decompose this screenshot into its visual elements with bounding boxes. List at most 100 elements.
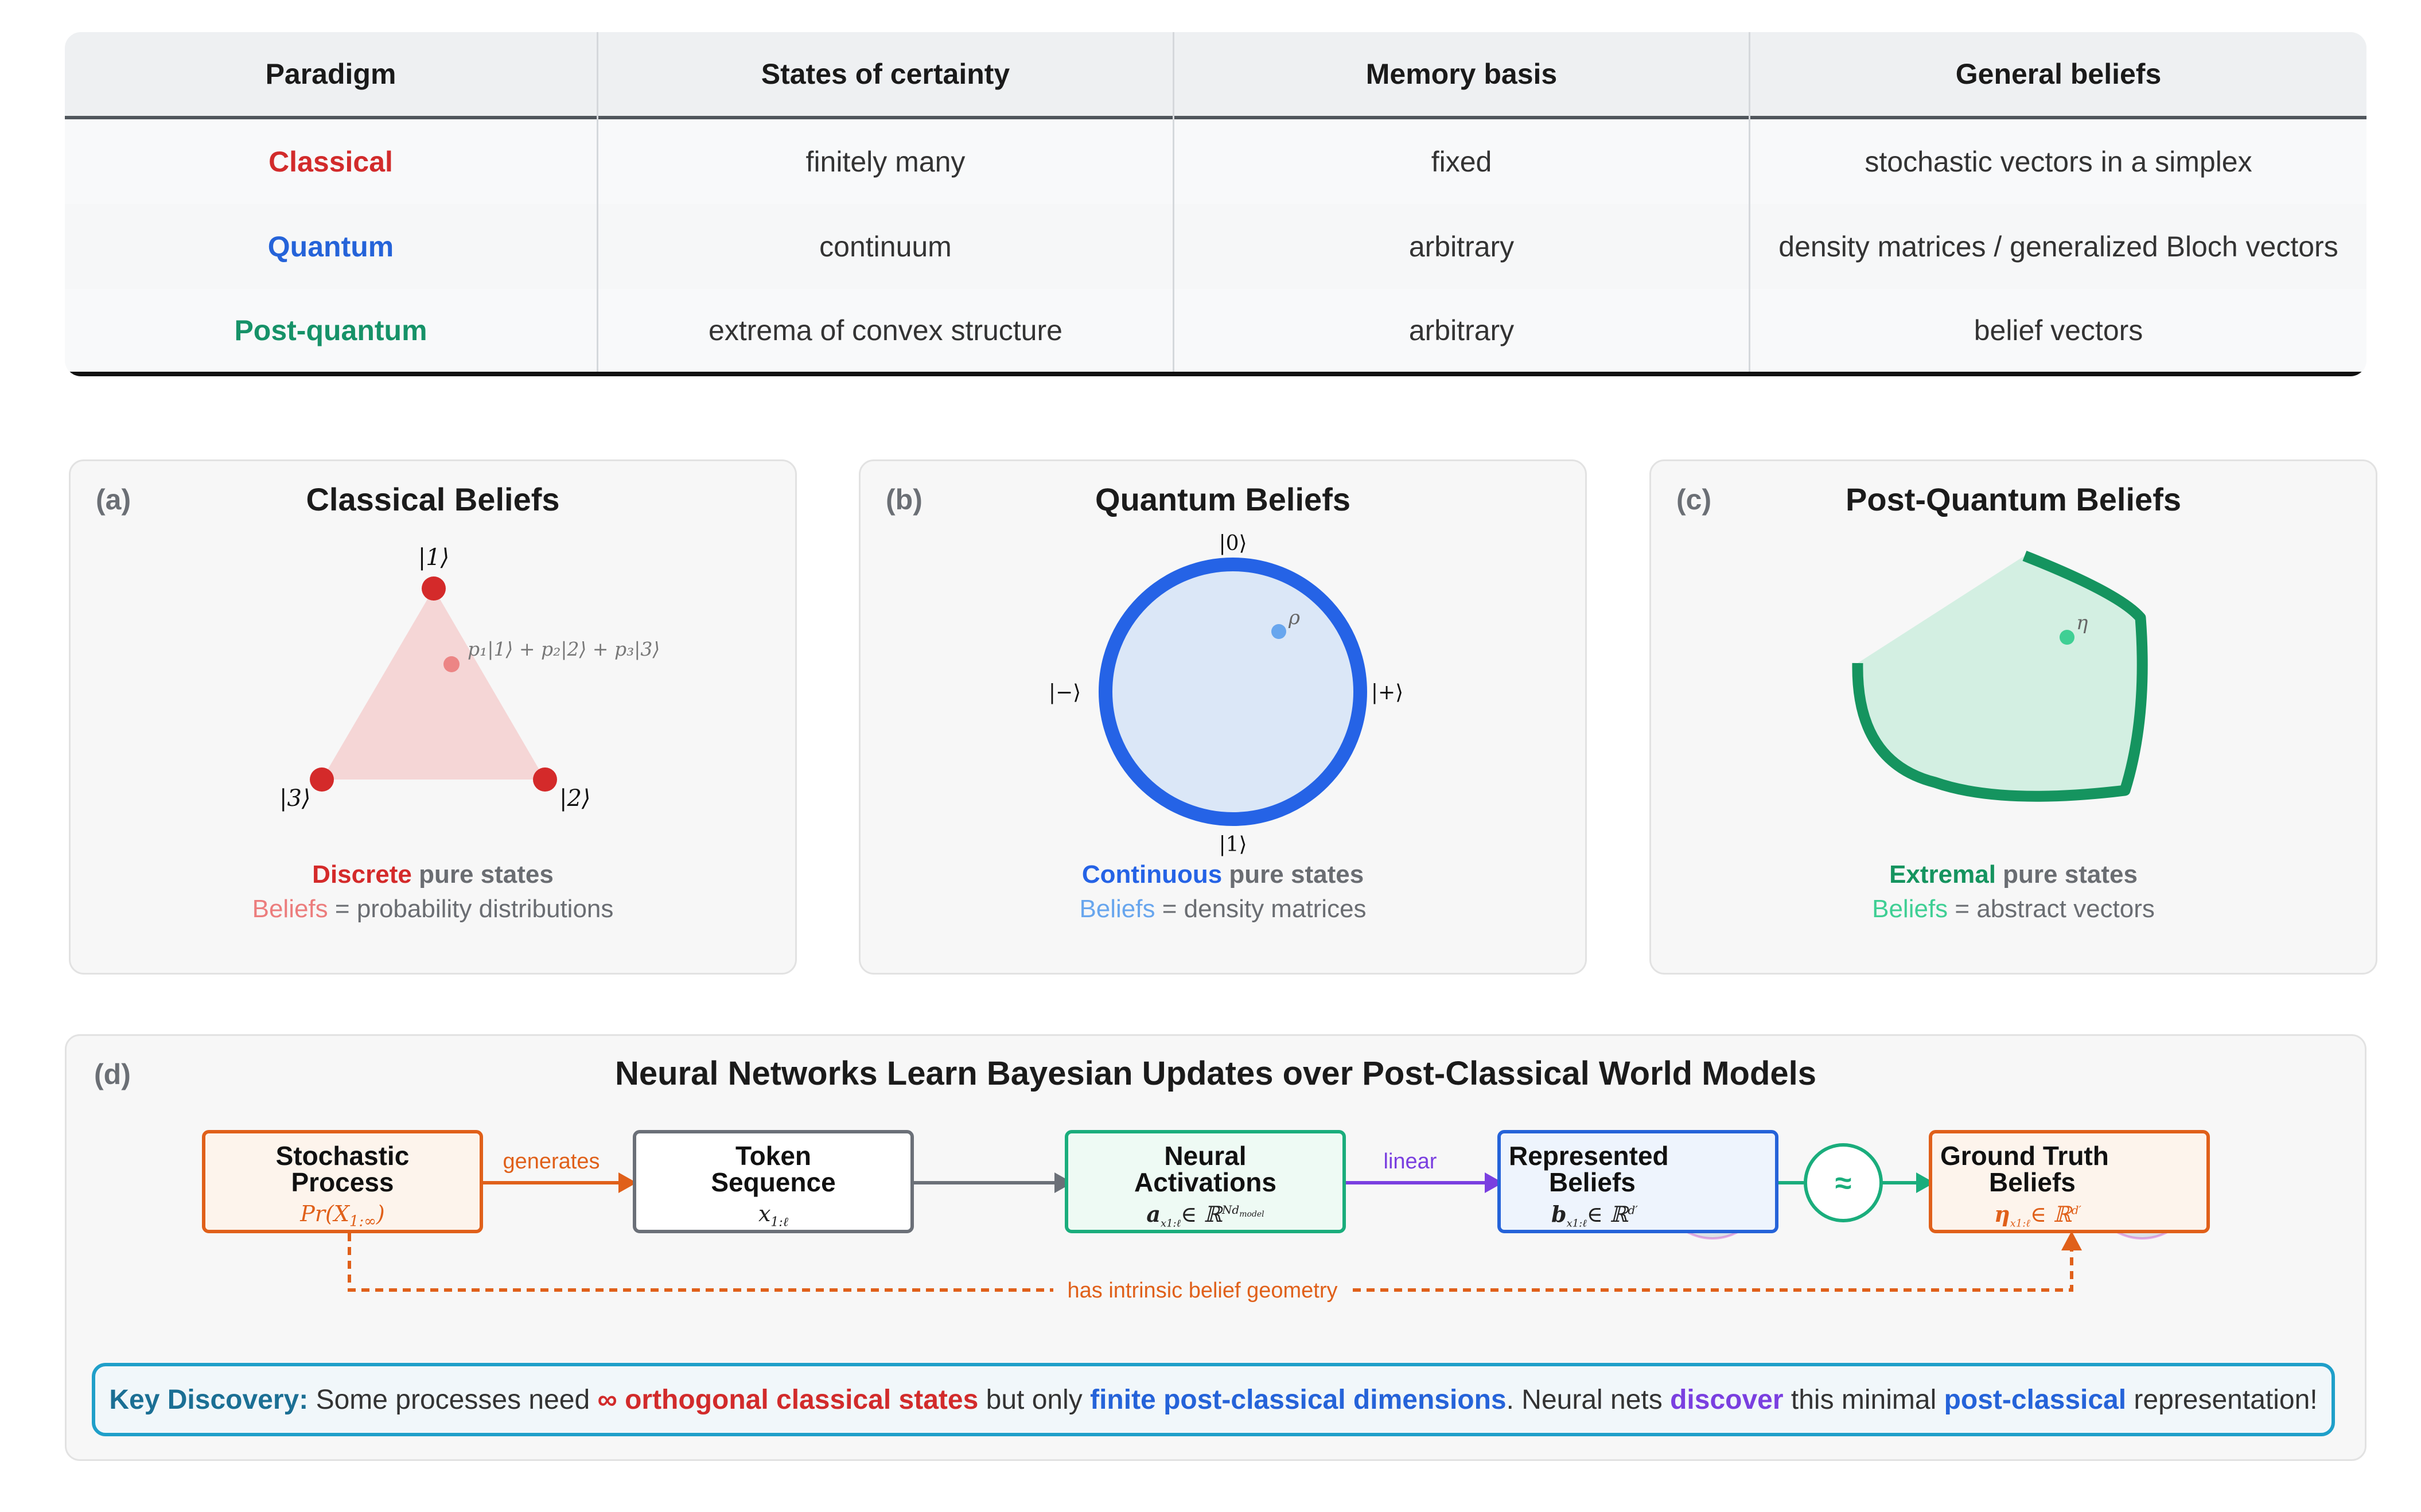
discovery-text: representation! — [2126, 1384, 2318, 1415]
arrowhead — [1485, 1172, 1503, 1193]
panel-letter: (a) — [96, 484, 131, 516]
table-row-band — [65, 289, 2366, 374]
linear-label: linear — [1384, 1149, 1437, 1174]
generates-label: generates — [503, 1149, 600, 1174]
paradigm-classical: Classical — [268, 146, 393, 178]
caption-text: pure states — [411, 860, 554, 889]
panel-letter: (b) — [886, 484, 923, 516]
rho-label: ρ — [1288, 606, 1300, 629]
simplex-triangle — [322, 589, 545, 780]
caption-text: = density matrices — [1155, 895, 1367, 923]
convex-body-diagram: η — [1852, 551, 2148, 802]
box-title-line: Represented — [1509, 1141, 1669, 1171]
box-formula: x1:ℓ — [758, 1201, 788, 1230]
caption-text: = abstract vectors — [1948, 895, 2155, 923]
header-states: States of certainty — [761, 58, 1010, 90]
panel-quantum-beliefs: (b) Quantum Beliefs ρ |0⟩ |1⟩ |−⟩ |+⟩ Co… — [859, 459, 1587, 975]
caption-text: = probability distributions — [328, 895, 614, 923]
table-cell: belief vectors — [1974, 314, 2143, 346]
table-cell: stochastic vectors in a simplex — [1865, 146, 2252, 178]
belief-vector-point — [2060, 630, 2074, 645]
column-divider — [1749, 32, 1750, 372]
box-title-line: Token — [735, 1141, 812, 1171]
basis-label-0: |0⟩ — [1219, 532, 1247, 555]
box-title-line: Sequence — [711, 1167, 836, 1197]
panel-caption: Extremal pure states — [1651, 860, 2376, 889]
key-discovery-banner: Key Discovery: Some processes need ∞ ort… — [92, 1363, 2335, 1436]
box-formula: ηx1:ℓ∈ ℝd′ — [1994, 1201, 2081, 1230]
discovery-highlight: finite post-classical dimensions — [1090, 1384, 1507, 1415]
caption-keyword: Beliefs — [252, 895, 328, 923]
header-rule — [65, 116, 2366, 119]
geometry-dashed-arrow — [348, 1233, 2073, 1292]
caption-keyword: Continuous — [1081, 860, 1223, 889]
table-cell: extrema of convex structure — [709, 314, 1062, 346]
approx-symbol: ≈ — [1835, 1167, 1852, 1200]
column-divider — [597, 32, 598, 372]
column-divider — [1173, 32, 1174, 372]
discovery-text: Some processes need — [308, 1384, 598, 1415]
discovery-text: . Neural nets — [1506, 1384, 1671, 1415]
box-title-line: Ground Truth — [1940, 1141, 2109, 1171]
box-title-line: Beliefs — [1549, 1167, 1636, 1197]
caption-keyword: Beliefs — [1079, 895, 1155, 923]
paradigm-quantum: Quantum — [267, 231, 394, 263]
header-beliefs: General beliefs — [1955, 58, 2162, 90]
vertex-label-1: |1⟩ — [418, 544, 450, 571]
arrowhead — [1916, 1172, 1935, 1193]
discovery-text: but only — [978, 1384, 1091, 1415]
caption-keyword: Beliefs — [1872, 895, 1948, 923]
discovery-highlight: post-classical — [1944, 1384, 2127, 1415]
density-matrix-point — [1271, 624, 1286, 639]
panel-letter: (d) — [94, 1058, 131, 1090]
simplex-diagram: |1⟩ |2⟩ |3⟩ p₁|1⟩ + p₂|2⟩ + p₃|3⟩ — [279, 544, 660, 812]
eta-label: η — [2076, 611, 2088, 634]
basis-label-minus: |−⟩ — [1049, 681, 1081, 704]
caption-keyword: Extremal — [1889, 860, 1996, 889]
basis-label-1: |1⟩ — [1219, 833, 1247, 856]
table-cell: arbitrary — [1408, 314, 1515, 346]
discovery-label: Key Discovery: — [109, 1384, 309, 1415]
panel-title: Post-Quantum Beliefs — [1846, 481, 2181, 517]
convex-belief-region — [1857, 556, 2143, 797]
table-cell: fixed — [1431, 146, 1492, 178]
arrowhead — [618, 1172, 637, 1193]
discovery-highlight: discover — [1670, 1384, 1784, 1415]
mixed-belief-point — [443, 656, 460, 672]
arrowhead — [1054, 1172, 1073, 1193]
panel-title: Quantum Beliefs — [1095, 481, 1350, 517]
panel-subcaption: Beliefs = density matrices — [861, 895, 1585, 923]
panel-title: Classical Beliefs — [306, 481, 560, 517]
box-formula: bx1:ℓ∈ ℝd′ — [1551, 1201, 1638, 1230]
bottom-rule — [65, 372, 2366, 376]
label-backdrop — [1053, 1277, 1352, 1303]
discovery-text: this minimal — [1783, 1384, 1944, 1415]
discovery-highlight: orthogonal classical states — [617, 1384, 979, 1415]
table-header-band — [65, 32, 2366, 116]
table-row-band — [65, 119, 2366, 204]
panel-letter: (c) — [1676, 484, 1712, 516]
panel-classical-beliefs: (a) Classical Beliefs |1⟩ |2⟩ |3⟩ p₁|1⟩ … — [69, 459, 797, 975]
box-formula: Pr(X1:∞) — [300, 1201, 385, 1230]
geometry-label: has intrinsic belief geometry — [1068, 1279, 1338, 1303]
box-title-line: Stochastic — [275, 1141, 410, 1171]
caption-text: pure states — [1995, 860, 2138, 889]
table-cell: arbitrary — [1408, 231, 1515, 263]
box-title-line: Process — [291, 1167, 394, 1197]
panel-subcaption: Beliefs = probability distributions — [71, 895, 795, 923]
box-title-line: Activations — [1134, 1167, 1276, 1197]
panel-subcaption: Beliefs = abstract vectors — [1651, 895, 2376, 923]
box-formula: ax1:ℓ∈ ℝNdmodel — [1146, 1201, 1264, 1230]
extremal-boundary — [1852, 551, 2148, 802]
arrowhead — [2061, 1231, 2082, 1250]
